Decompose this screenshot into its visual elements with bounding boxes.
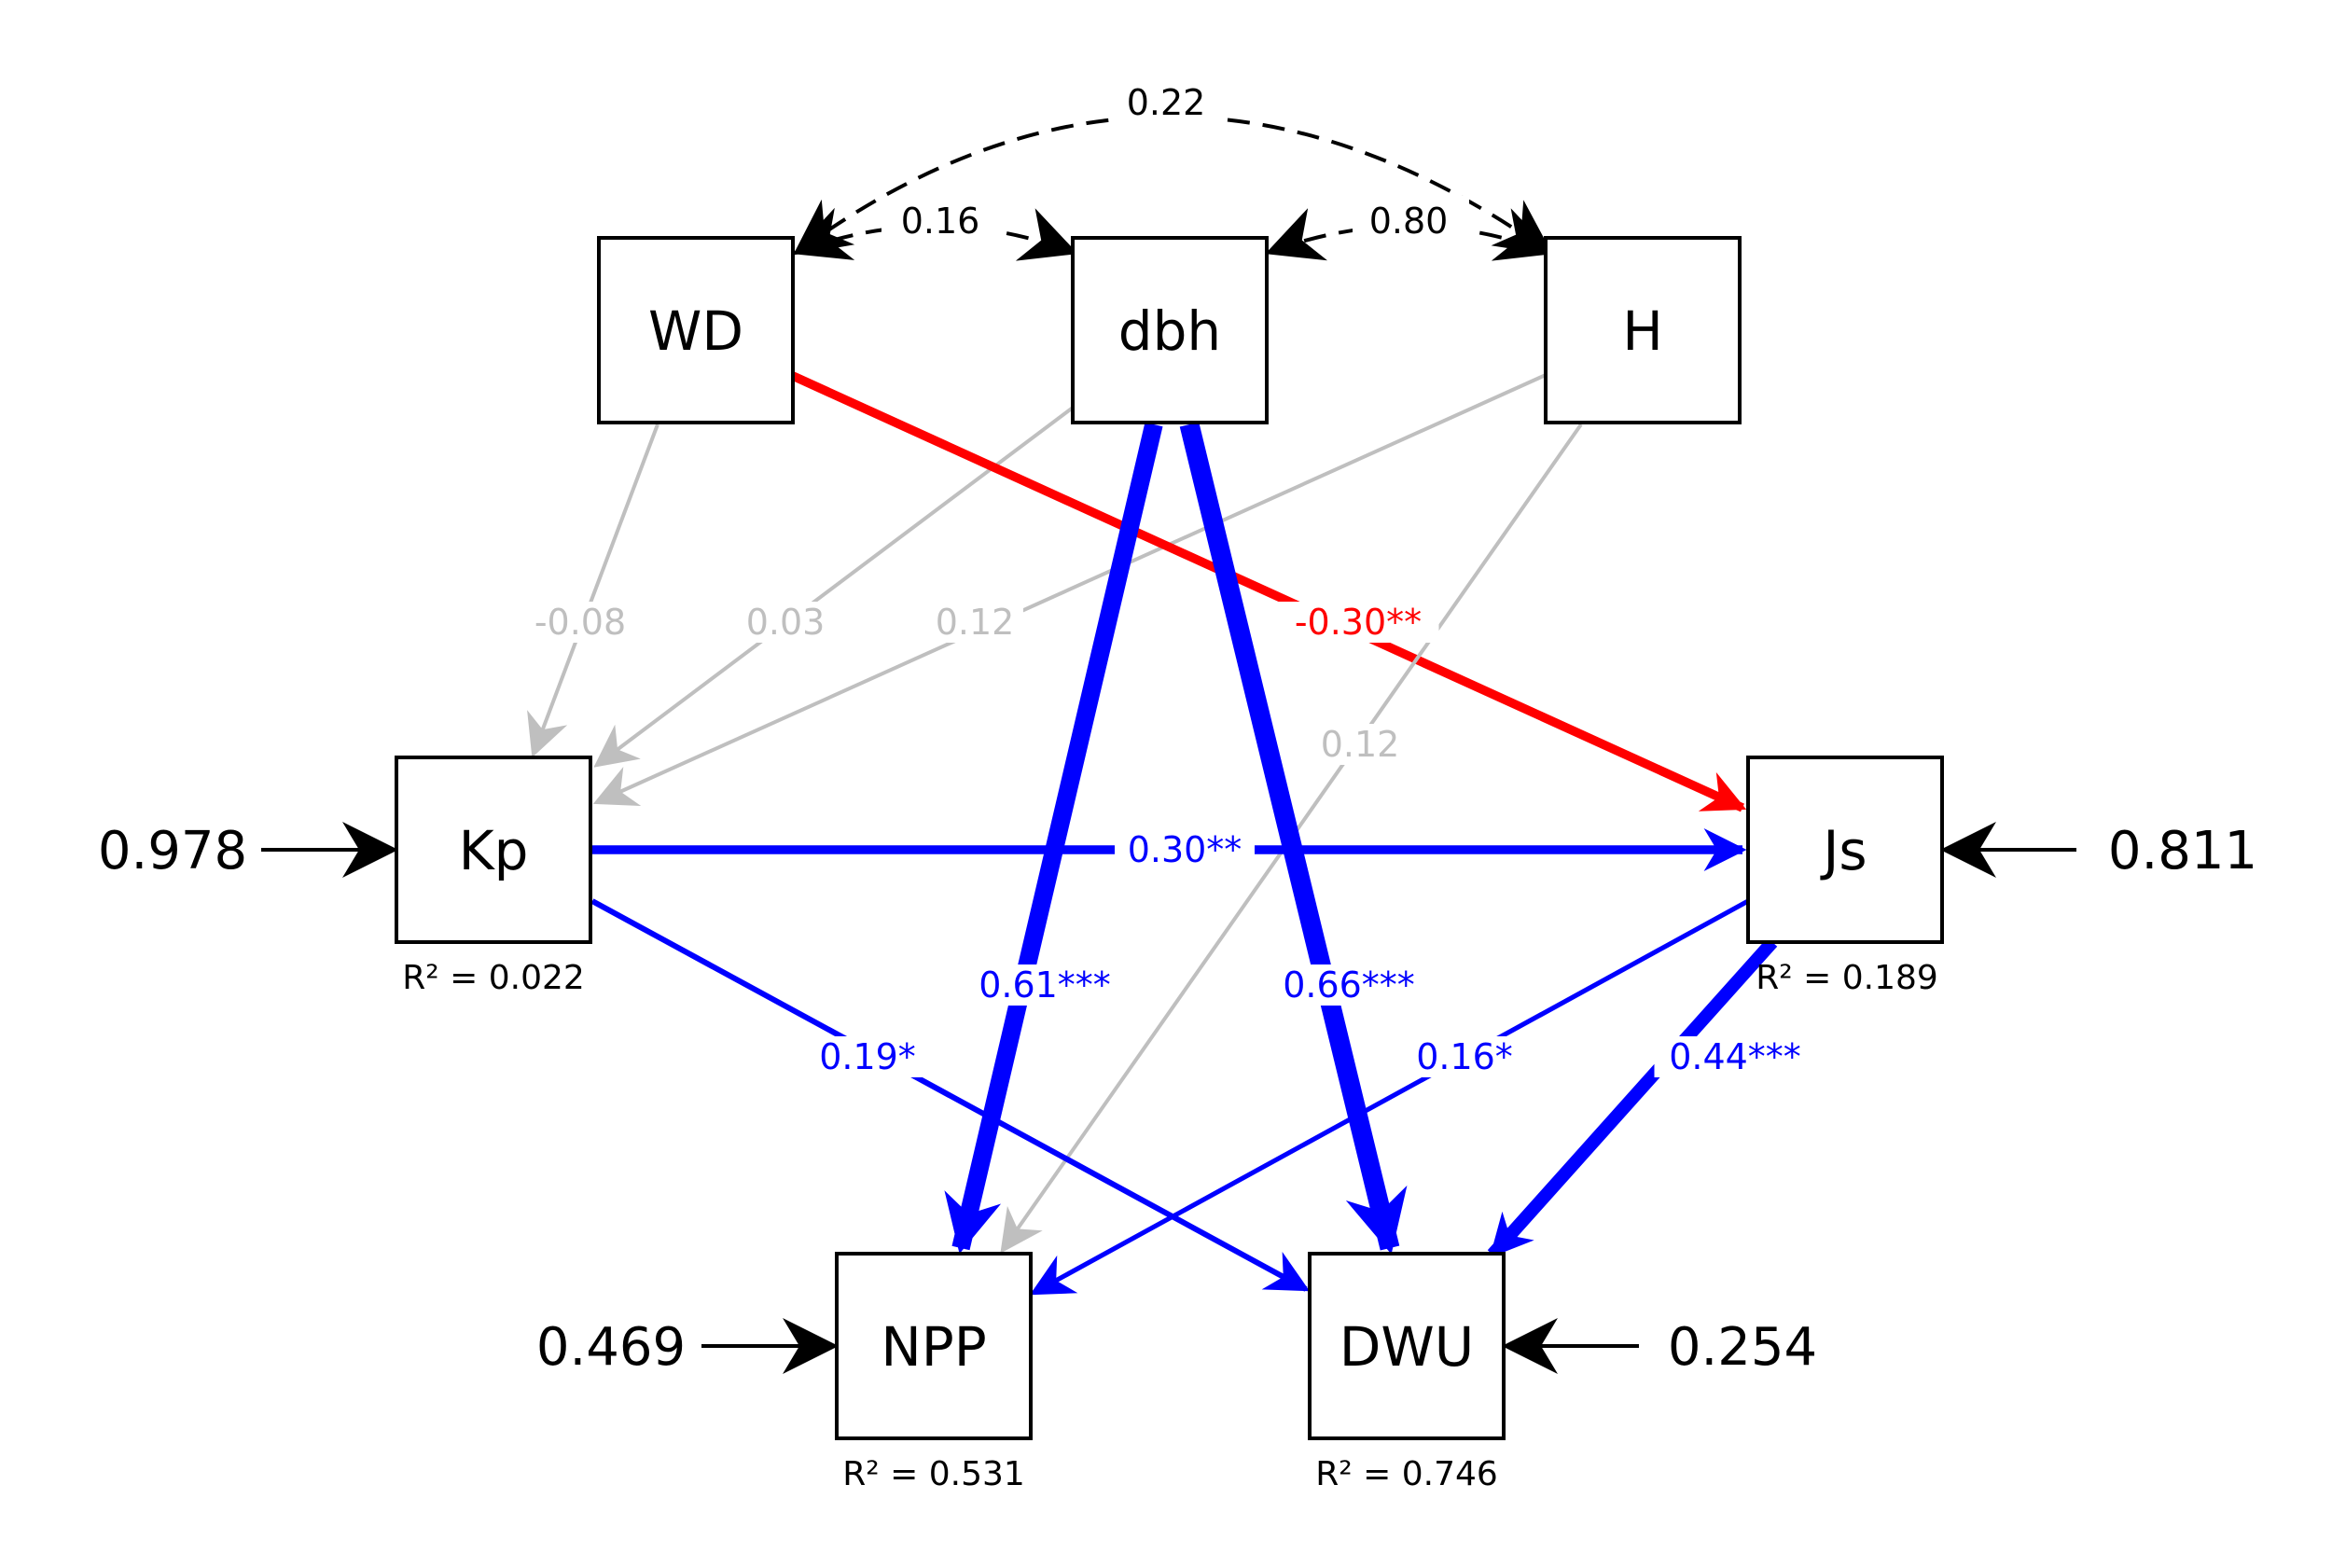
path-label-kp-dwu: 0.19* (819, 1036, 916, 1077)
path-arrow-js-dwu (1487, 937, 1778, 1259)
path-label-wd-kp: -0.08 (534, 602, 626, 643)
error-value-dwu: 0.254 (1668, 1317, 1817, 1378)
error-value-kp: 0.978 (98, 821, 247, 881)
path-label-kp-js: 0.30** (1128, 829, 1242, 870)
node-label-h: H (1622, 299, 1663, 363)
path-arrow-dbh-dwu (1179, 422, 1408, 1255)
path-arrow-js-npp (1029, 898, 1750, 1296)
path-arrow-dbh-npp (944, 422, 1163, 1255)
path-label-bg-dbh-npp (964, 964, 1126, 1006)
node-label-kp: Kp (459, 819, 529, 882)
covariance-label-wd-h: 0.22 (1127, 82, 1206, 123)
r2-npp: R² = 0.531 (842, 1455, 1025, 1493)
error-value-js: 0.811 (2108, 821, 2257, 881)
covariance-wd-dbh (792, 207, 1078, 261)
path-label-bg-wd-js (1277, 602, 1439, 643)
covariance-label-dbh-h: 0.80 (1369, 201, 1449, 242)
path-label-dbh-kp: 0.03 (746, 602, 826, 643)
r2-kp: R² = 0.022 (402, 959, 585, 997)
node-h: H (1544, 236, 1742, 424)
path-label-bg-wd-kp (521, 602, 640, 643)
path-label-wd-js: -0.30** (1295, 602, 1422, 643)
path-label-bg-js-dwu (1654, 1036, 1816, 1077)
path-label-bg-kp-js (1115, 829, 1255, 870)
path-label-bg-kp-dwu (808, 1036, 927, 1077)
node-label-npp: NPP (881, 1315, 986, 1379)
path-label-bg-h-npp (1312, 724, 1409, 765)
path-label-bg-js-npp (1405, 1036, 1524, 1077)
error-value-npp: 0.469 (536, 1317, 686, 1378)
covariance-dbh-h (1265, 208, 1554, 261)
node-label-dwu: DWU (1340, 1315, 1474, 1379)
node-label-js: Js (1820, 819, 1867, 882)
path-label-h-kp: 0.12 (936, 602, 1015, 643)
r2-js: R² = 0.189 (1756, 959, 1938, 997)
r2-dwu: R² = 0.746 (1315, 1455, 1498, 1493)
path-label-bg-dbh-kp (737, 602, 834, 643)
path-arrow-dbh-kp (593, 406, 1075, 768)
path-arrow-h-kp (592, 373, 1547, 806)
path-label-js-npp: 0.16* (1416, 1036, 1513, 1077)
path-label-bg-dbh-dwu (1268, 964, 1430, 1006)
node-npp: NPP R² = 0.531 (835, 1252, 1033, 1493)
path-label-dbh-dwu: 0.66*** (1283, 964, 1415, 1006)
covariance-label-wd-dbh: 0.16 (901, 201, 980, 242)
node-dwu: DWU R² = 0.746 (1308, 1252, 1506, 1493)
path-label-h-npp: 0.12 (1321, 724, 1400, 765)
path-label-dbh-npp: 0.61*** (979, 964, 1111, 1006)
node-dbh: dbh (1071, 236, 1269, 424)
node-label-wd: WD (648, 299, 743, 363)
node-kp: Kp R² = 0.022 (395, 756, 592, 997)
node-wd: WD (597, 236, 795, 424)
path-arrow-wd-kp (527, 423, 659, 758)
path-arrow-wd-js (791, 371, 1747, 812)
path-arrow-kp-dwu (590, 898, 1311, 1292)
node-label-dbh: dbh (1118, 299, 1221, 363)
path-label-bg-h-kp (926, 602, 1023, 643)
path-label-js-dwu: 0.44*** (1669, 1036, 1801, 1077)
node-js: Js R² = 0.189 (1746, 756, 1944, 997)
